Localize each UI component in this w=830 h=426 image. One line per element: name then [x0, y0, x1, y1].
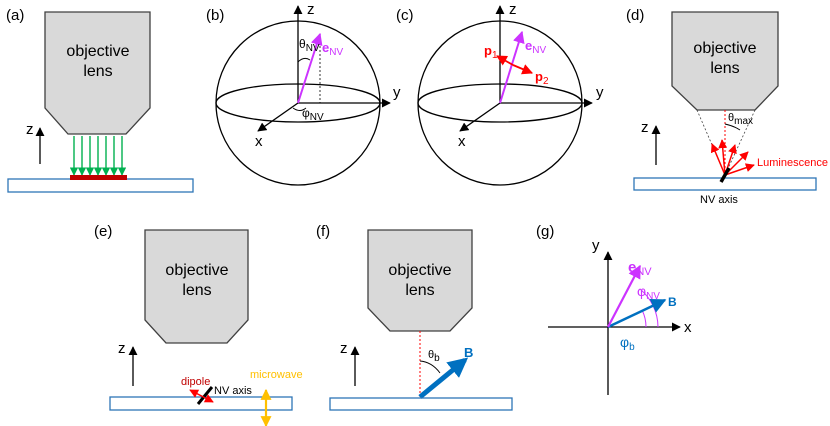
- phi-b-arc-inner: [641, 309, 647, 328]
- nv-center-d: [719, 167, 731, 183]
- panel-e-tag: (e): [94, 223, 112, 240]
- panel-f: (f) objective lens θb B z: [316, 223, 513, 411]
- panel-b-tag: (b): [206, 7, 224, 24]
- panel-a-tag: (a): [6, 7, 24, 24]
- sample-layer: [70, 175, 127, 180]
- x-label-g: x: [684, 319, 692, 336]
- x-label-c: x: [458, 133, 466, 150]
- y-label-g: y: [592, 237, 600, 254]
- lens-d-line2: lens: [710, 60, 739, 77]
- lens-e-line1: objective: [165, 262, 228, 279]
- z-label-e: z: [118, 340, 126, 357]
- dipole-arrow: [189, 389, 214, 403]
- phi-b-label: φb: [620, 334, 635, 353]
- e-nv-vector-g: [607, 264, 641, 328]
- panel-c-tag: (c): [396, 7, 414, 24]
- objective-lens-f: [367, 229, 473, 332]
- phi-nv-label: φNV: [637, 283, 660, 302]
- lens-a-line1: objective: [66, 43, 129, 60]
- e-nv-label-g: eNV: [628, 259, 652, 278]
- p2-vector: [512, 64, 533, 75]
- z-label-f: z: [340, 340, 348, 357]
- e-nv-vector-b: [297, 32, 323, 104]
- microwave-label: microwave: [250, 369, 303, 381]
- nv-axis-label-e: NV axis: [214, 385, 252, 397]
- lens-d-line1: objective: [693, 40, 756, 57]
- lens-f-line2: lens: [405, 282, 434, 299]
- b-field-vector-g: [607, 298, 667, 329]
- e-nv-vector-c: [499, 30, 525, 104]
- lens-f-line1: objective: [388, 262, 451, 279]
- substrate-f: [329, 397, 513, 411]
- p1-label: p1: [484, 43, 498, 61]
- x-axis-b: [257, 102, 299, 132]
- y-label-c: y: [596, 84, 604, 101]
- e-nv-label-b: eNV: [322, 40, 343, 58]
- e-nv-label-c: eNV: [525, 38, 546, 56]
- b-label-f: B: [464, 345, 473, 360]
- x-label-b: x: [255, 133, 263, 150]
- substrate-d: [633, 177, 817, 191]
- p1-vector: [496, 55, 514, 66]
- theta-arc-b: [297, 57, 311, 63]
- theta-label-b: θNV: [299, 37, 320, 54]
- substrate-a: [7, 178, 194, 193]
- panel-a: (a) objective lens z: [6, 7, 194, 193]
- b-label-g: B: [668, 295, 677, 309]
- x-axis-c: [459, 102, 501, 132]
- theta-b-label: θb: [428, 349, 440, 364]
- theta-max-arc: [724, 123, 741, 131]
- z-label-a: z: [26, 121, 34, 138]
- panel-b: (b) z y x θNV eNV φNV: [206, 1, 401, 186]
- lens-e-line2: lens: [182, 282, 211, 299]
- p2-label: p2: [535, 69, 549, 87]
- panel-f-tag: (f): [316, 223, 330, 240]
- y-label-b: y: [393, 84, 401, 101]
- z-label-b: z: [307, 1, 315, 18]
- nv-axis-label-d: NV axis: [700, 194, 738, 206]
- excitation-beams: [69, 136, 127, 176]
- panel-c: (c) z y x eNV p1 p2: [396, 1, 604, 186]
- z-label-c: z: [509, 1, 517, 18]
- panel-e: (e) objective lens dipole NV axis microw…: [94, 223, 303, 426]
- phi-label-b: φNV: [302, 106, 324, 123]
- objective-lens-e: [144, 229, 249, 344]
- panel-d: (d) objective lens θmax Luminescence NV …: [626, 7, 828, 206]
- panel-g: (g) x y eNV φNV B φb: [536, 223, 692, 395]
- panel-g-tag: (g): [536, 223, 554, 240]
- lens-a-line2: lens: [83, 63, 112, 80]
- objective-lens-a: [44, 11, 151, 135]
- luminescence-label: Luminescence: [757, 157, 828, 169]
- theta-b-arc: [419, 360, 441, 374]
- dipole-label: dipole: [181, 376, 210, 388]
- z-label-d: z: [641, 119, 649, 136]
- b-field-vector-f: [418, 357, 469, 399]
- theta-max-label: θmax: [728, 112, 753, 127]
- panel-d-tag: (d): [626, 7, 644, 24]
- phi-arc-b: [292, 107, 307, 111]
